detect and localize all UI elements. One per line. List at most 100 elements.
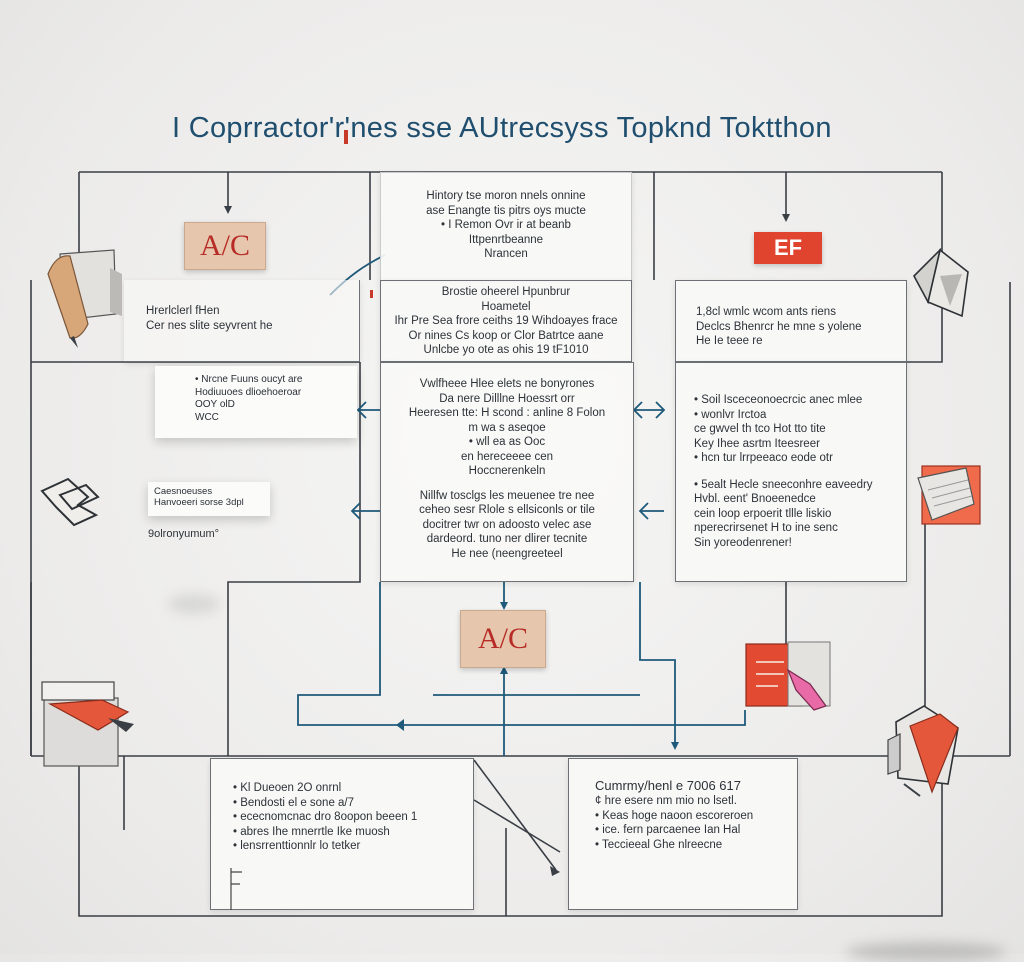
badge-top-left: A/C xyxy=(184,222,266,270)
right-main-b-line-5: Sin yoreodenrener! xyxy=(694,536,792,549)
right-main-a-line-4: Key Ihee asrtm Iteesreer xyxy=(694,437,820,450)
mid-center-line-3: Ihr Pre Sea frore ceiths 19 Wihdoayes fr… xyxy=(394,315,618,327)
pencil-package-icon xyxy=(47,249,122,348)
bottom-left-line-1: • Kl Dueoen 2O onrnl xyxy=(233,782,342,794)
right-main-b-line-3: cein loop erpoerit tllle liskio xyxy=(694,507,832,520)
smudge-bottom xyxy=(846,942,1006,962)
mid-left-line-2: Cer nes slite seyvrent he xyxy=(146,319,273,332)
top-center-line-3: • I Remon Ovr ir at beanb xyxy=(441,219,571,231)
bottom-right-line-3: • Keas hoge naoon escoreroen xyxy=(595,809,754,822)
right-main-a-line-2: • wonlvr Irctoa xyxy=(694,408,767,421)
red-mark-1 xyxy=(344,130,348,144)
left-caption: 9olronyumum° xyxy=(148,528,220,540)
bottom-right-line-1: Cumrmy/henl e 7006 617 xyxy=(595,778,741,793)
arrowhead-center-down xyxy=(500,602,508,610)
center-main-spacer xyxy=(387,479,627,489)
top-right-box: 1,8cl wmlc wcom ants riens Declcs Bhenrc… xyxy=(675,280,907,362)
arrowhead-top-left xyxy=(224,206,232,214)
bottom-left-line-2: • Bendosti el e sone a/7 xyxy=(233,796,355,809)
smudge-left xyxy=(168,594,220,614)
pen-box-icon xyxy=(745,641,831,711)
mid-center-line-2: Hoametel xyxy=(481,300,531,313)
top-center-line-4: Ittpenrtbeanne xyxy=(468,233,544,246)
diagram-title: I Coprractor'r'nes sse AUtrecsyss Topknd… xyxy=(172,112,832,144)
center-main-b-line-4: dardeord. tuno ner dlirer tecnite xyxy=(426,533,588,545)
double-arrow-right-2 xyxy=(638,502,664,520)
bottom-right-line-4: • ice. fern parcaenee Ian Hal xyxy=(595,824,741,836)
mid-left-line-1: Hrerlclerl fHen xyxy=(146,305,220,317)
right-main-b-line-2: Hvbl. eent' Bnoeenedce xyxy=(694,493,816,505)
arrowhead-mid xyxy=(396,719,404,731)
left-small-line-2: Hanvoeeri sorse 3dpl xyxy=(154,497,244,508)
center-main-a-line-2: Da nere Dilllne Hoessrt orr xyxy=(439,392,575,405)
bottom-left-line-3: • ececnomcnac dro 8oopon beeen 1 xyxy=(233,811,418,823)
arrowhead-top-right xyxy=(782,214,790,222)
arrowhead-bottom-diag xyxy=(550,866,560,876)
double-arrow-left-2 xyxy=(350,502,380,520)
top-right-line-1: 1,8cl wmlc wcom ants riens xyxy=(696,306,836,318)
center-main-a-line-4: m wa s aseqoe xyxy=(468,421,546,434)
hanging-box-icon xyxy=(230,868,242,910)
left-small-card: Caesnoeuses Hanvoeeri sorse 3dpl xyxy=(148,482,270,516)
mid-center-line-1: Brostie oheerel Hpunbrur xyxy=(441,286,571,298)
connector-left-diag xyxy=(473,759,557,871)
blue-path-3 xyxy=(639,582,676,748)
mid-center-line-5: Unlcbe yo ote as ohis 19 tF1010 xyxy=(423,344,589,356)
double-arrow-right-1 xyxy=(632,401,666,419)
left-card-line-1: • Nrcne Fuuns oucyt are xyxy=(195,374,303,385)
top-right-line-3: He Ie teee re xyxy=(696,335,763,347)
center-main-b-line-5: He nee (neengreeteel xyxy=(451,547,563,560)
left-small-line-1: Caesnoeuses xyxy=(154,486,213,497)
center-main-b-line-2: ceheo sesr Rlole s ellsiconls or tile xyxy=(419,504,595,516)
bottom-left-box: • Kl Dueoen 2O onrnl • Bendosti el e son… xyxy=(210,758,474,910)
left-card-line-2: Hodiuuoes dlioehoeroar xyxy=(195,386,302,398)
blue-path-1 xyxy=(297,582,746,726)
mid-center-box: Brostie oheerel Hpunbrur Hoametel Ihr Pr… xyxy=(380,280,632,362)
center-main-a-line-7: Hoccnerenkeln xyxy=(468,465,546,477)
bottom-right-line-5: • Teccieeal Ghe nlreecne xyxy=(595,838,723,851)
right-main-a-line-5: • hcn tur lrrpeeaco eode otr xyxy=(694,452,833,464)
package-box-icon xyxy=(887,705,959,797)
origami-box-icon xyxy=(913,247,969,318)
double-arrow-left-1 xyxy=(356,401,380,419)
left-note-card: • Nrcne Fuuns oucyt are Hodiuuoes dlioeh… xyxy=(155,366,357,438)
right-main-b-line-1: • 5ealt Hecle sneeconhre eaveedry xyxy=(694,478,873,491)
badge-center: A/C xyxy=(460,610,546,668)
center-main-a-line-6: en hereceeee cen xyxy=(460,450,554,463)
center-main-box: Vwlfheee Hlee elets ne bonyrones Da nere… xyxy=(380,362,634,582)
top-center-line-2: ase Enangte tis pitrs oys mucte xyxy=(426,204,586,217)
top-center-box: Hintory tse moron nnels onnine ase Enang… xyxy=(380,172,632,282)
bottom-left-line-4: • abres Ihe mnerrtle Ike muosh xyxy=(233,825,390,838)
top-right-line-2: Declcs Bhenrcr he mne s yolene xyxy=(696,320,862,333)
folder-stack-icon xyxy=(41,681,134,767)
left-card-line-4: WCC xyxy=(195,411,219,423)
left-card-line-3: OOY olD xyxy=(195,399,235,410)
bottom-right-box: Cumrmy/henl e 7006 617 ¢ hre esere nm mi… xyxy=(568,758,798,910)
arrowhead-right-down xyxy=(671,742,679,750)
center-main-a-line-5: • wll ea as Ooc xyxy=(468,436,546,448)
top-center-line-1: Hintory tse moron nnels onnine xyxy=(426,190,586,202)
right-main-box: • Soil Isceceonoecrcic anec mlee • wonlv… xyxy=(675,362,907,582)
right-main-a-line-1: • Soil Isceceonoecrcic anec mlee xyxy=(694,394,863,406)
connector-left-box-v xyxy=(227,362,361,756)
connector-right-diag xyxy=(473,799,561,853)
mid-left-box: Hrerlclerl fHen Cer nes slite seyvrent h… xyxy=(124,280,360,362)
top-center-line-5: Nrancen xyxy=(484,248,528,260)
center-main-b-line-3: docitrer twr on adoosto velec ase xyxy=(422,518,592,531)
badge-top-right: EF xyxy=(754,232,822,264)
arrowhead-center-up xyxy=(500,666,508,674)
center-main-a-line-1: Vwlfheee Hlee elets ne bonyrones xyxy=(419,378,595,390)
right-main-spacer xyxy=(694,466,896,478)
red-mark-2 xyxy=(370,290,373,298)
center-main-a-line-3: Heeresen tte: H scond : anline 8 Folon xyxy=(408,407,606,419)
notebook-icon xyxy=(917,465,981,525)
bottom-left-line-5: • lensrrenttionnlr lo tetker xyxy=(233,840,361,852)
connector-bottom-left-frame xyxy=(78,756,943,917)
mid-center-line-4: Or nines Cs koop or Clor Batrtce aane xyxy=(408,329,604,342)
right-main-b-line-4: nperecrirsenet H to ine senc xyxy=(694,522,838,534)
center-main-b-line-1: Nillfw tosclgs les meuenee tre nee xyxy=(419,489,595,502)
bottom-right-line-2: ¢ hre esere nm mio no lsetl. xyxy=(595,795,737,807)
tag-flag-icon xyxy=(40,477,100,527)
right-main-a-line-3: ce gwvel th tco Hot tto tite xyxy=(694,423,826,435)
